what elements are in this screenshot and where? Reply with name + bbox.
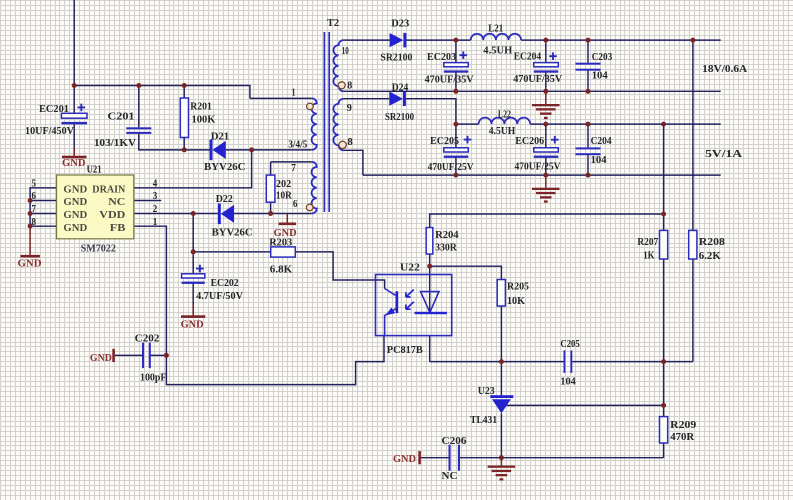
svg-text:SR2100: SR2100 <box>380 51 412 63</box>
svg-text:8: 8 <box>347 79 352 91</box>
svg-text:1: 1 <box>292 87 296 99</box>
svg-text:R209: R209 <box>670 419 697 431</box>
svg-text:L22: L22 <box>498 108 511 120</box>
svg-text:GND: GND <box>181 319 204 331</box>
svg-text:5V/1A: 5V/1A <box>705 148 742 160</box>
svg-text:EC204: EC204 <box>514 50 542 62</box>
svg-text:TL431: TL431 <box>470 414 497 426</box>
svg-text:R204: R204 <box>435 229 459 241</box>
svg-text:6: 6 <box>32 190 37 202</box>
svg-text:6: 6 <box>293 198 298 210</box>
svg-text:7: 7 <box>32 203 37 215</box>
svg-text:R201: R201 <box>190 100 212 112</box>
svg-text:10R: 10R <box>276 190 293 202</box>
svg-text:104: 104 <box>591 154 607 166</box>
svg-text:100K: 100K <box>192 114 216 126</box>
svg-text:D23: D23 <box>391 18 409 30</box>
svg-text:470UF/35V: 470UF/35V <box>425 74 474 86</box>
svg-text:103/1KV: 103/1KV <box>94 137 136 149</box>
svg-text:D24: D24 <box>392 82 409 94</box>
svg-text:BYV26C: BYV26C <box>212 227 253 239</box>
svg-text:R208: R208 <box>699 236 726 248</box>
svg-text:L21: L21 <box>488 22 503 34</box>
svg-text:GND: GND <box>18 257 42 269</box>
svg-text:5: 5 <box>32 178 37 190</box>
svg-text:3/4/5: 3/4/5 <box>288 139 307 151</box>
svg-text:EC202: EC202 <box>211 277 239 289</box>
svg-text:GND: GND <box>62 157 86 169</box>
svg-text:PC817B: PC817B <box>387 344 424 356</box>
svg-text:10K: 10K <box>507 295 525 307</box>
svg-text:GND: GND <box>63 209 87 221</box>
svg-text:202: 202 <box>276 178 292 190</box>
svg-text:T2: T2 <box>327 17 339 29</box>
svg-text:DRAIN: DRAIN <box>92 184 125 196</box>
svg-text:4.5UH: 4.5UH <box>489 125 516 137</box>
svg-text:VDD: VDD <box>99 209 125 221</box>
svg-text:6.2K: 6.2K <box>699 250 721 262</box>
svg-text:6.8K: 6.8K <box>270 263 293 275</box>
svg-text:C204: C204 <box>591 135 612 147</box>
svg-text:D22: D22 <box>216 193 233 205</box>
svg-text:GND: GND <box>393 453 416 465</box>
svg-text:D21: D21 <box>211 130 230 142</box>
svg-text:GND: GND <box>63 184 87 196</box>
svg-text:9: 9 <box>347 102 353 114</box>
svg-text:470UF/35V: 470UF/35V <box>513 73 562 85</box>
svg-text:GND: GND <box>63 196 87 208</box>
svg-text:C201: C201 <box>108 111 135 123</box>
svg-text:GND: GND <box>90 352 112 364</box>
svg-text:1K: 1K <box>643 250 655 262</box>
svg-text:1: 1 <box>153 216 158 228</box>
svg-text:NC: NC <box>442 470 458 482</box>
svg-text:470UF/25V: 470UF/25V <box>428 161 474 173</box>
svg-text:100pF: 100pF <box>140 372 167 384</box>
svg-text:470UF/25V: 470UF/25V <box>515 161 561 173</box>
svg-text:7: 7 <box>291 162 296 174</box>
svg-text:R203: R203 <box>269 236 292 248</box>
svg-text:104: 104 <box>560 375 576 387</box>
svg-text:SM7022: SM7022 <box>81 243 117 255</box>
svg-text:EC203: EC203 <box>427 51 456 63</box>
svg-text:GND: GND <box>63 222 87 234</box>
svg-text:10: 10 <box>342 45 349 57</box>
svg-text:C203: C203 <box>592 51 613 63</box>
svg-text:U22: U22 <box>400 261 421 273</box>
svg-text:4: 4 <box>153 178 158 190</box>
svg-text:R205: R205 <box>507 280 529 292</box>
svg-text:4.7UF/50V: 4.7UF/50V <box>196 290 243 302</box>
svg-text:GND: GND <box>274 227 297 239</box>
svg-text:C202: C202 <box>135 333 160 345</box>
svg-text:NC: NC <box>108 196 125 208</box>
svg-text:8: 8 <box>347 136 353 148</box>
svg-text:BYV26C: BYV26C <box>204 161 246 173</box>
svg-text:18V/0.6A: 18V/0.6A <box>702 63 747 75</box>
svg-text:U23: U23 <box>478 385 495 397</box>
svg-text:SR2100: SR2100 <box>385 111 414 123</box>
svg-text:2: 2 <box>153 203 158 215</box>
svg-text:EC205: EC205 <box>430 135 459 147</box>
svg-text:C206: C206 <box>442 435 468 447</box>
svg-text:FB: FB <box>110 222 126 234</box>
svg-text:104: 104 <box>592 70 608 82</box>
svg-text:EC206: EC206 <box>515 135 544 147</box>
svg-text:330R: 330R <box>435 242 458 254</box>
svg-text:EC201: EC201 <box>39 103 69 115</box>
svg-text:8: 8 <box>32 216 37 228</box>
svg-text:10UF/450V: 10UF/450V <box>25 125 74 137</box>
svg-text:3: 3 <box>153 190 158 202</box>
svg-text:4.5UH: 4.5UH <box>483 44 512 56</box>
svg-text:U21: U21 <box>87 163 102 175</box>
svg-text:470R: 470R <box>670 431 695 443</box>
svg-text:R207: R207 <box>637 236 658 248</box>
svg-text:C205: C205 <box>560 338 580 350</box>
